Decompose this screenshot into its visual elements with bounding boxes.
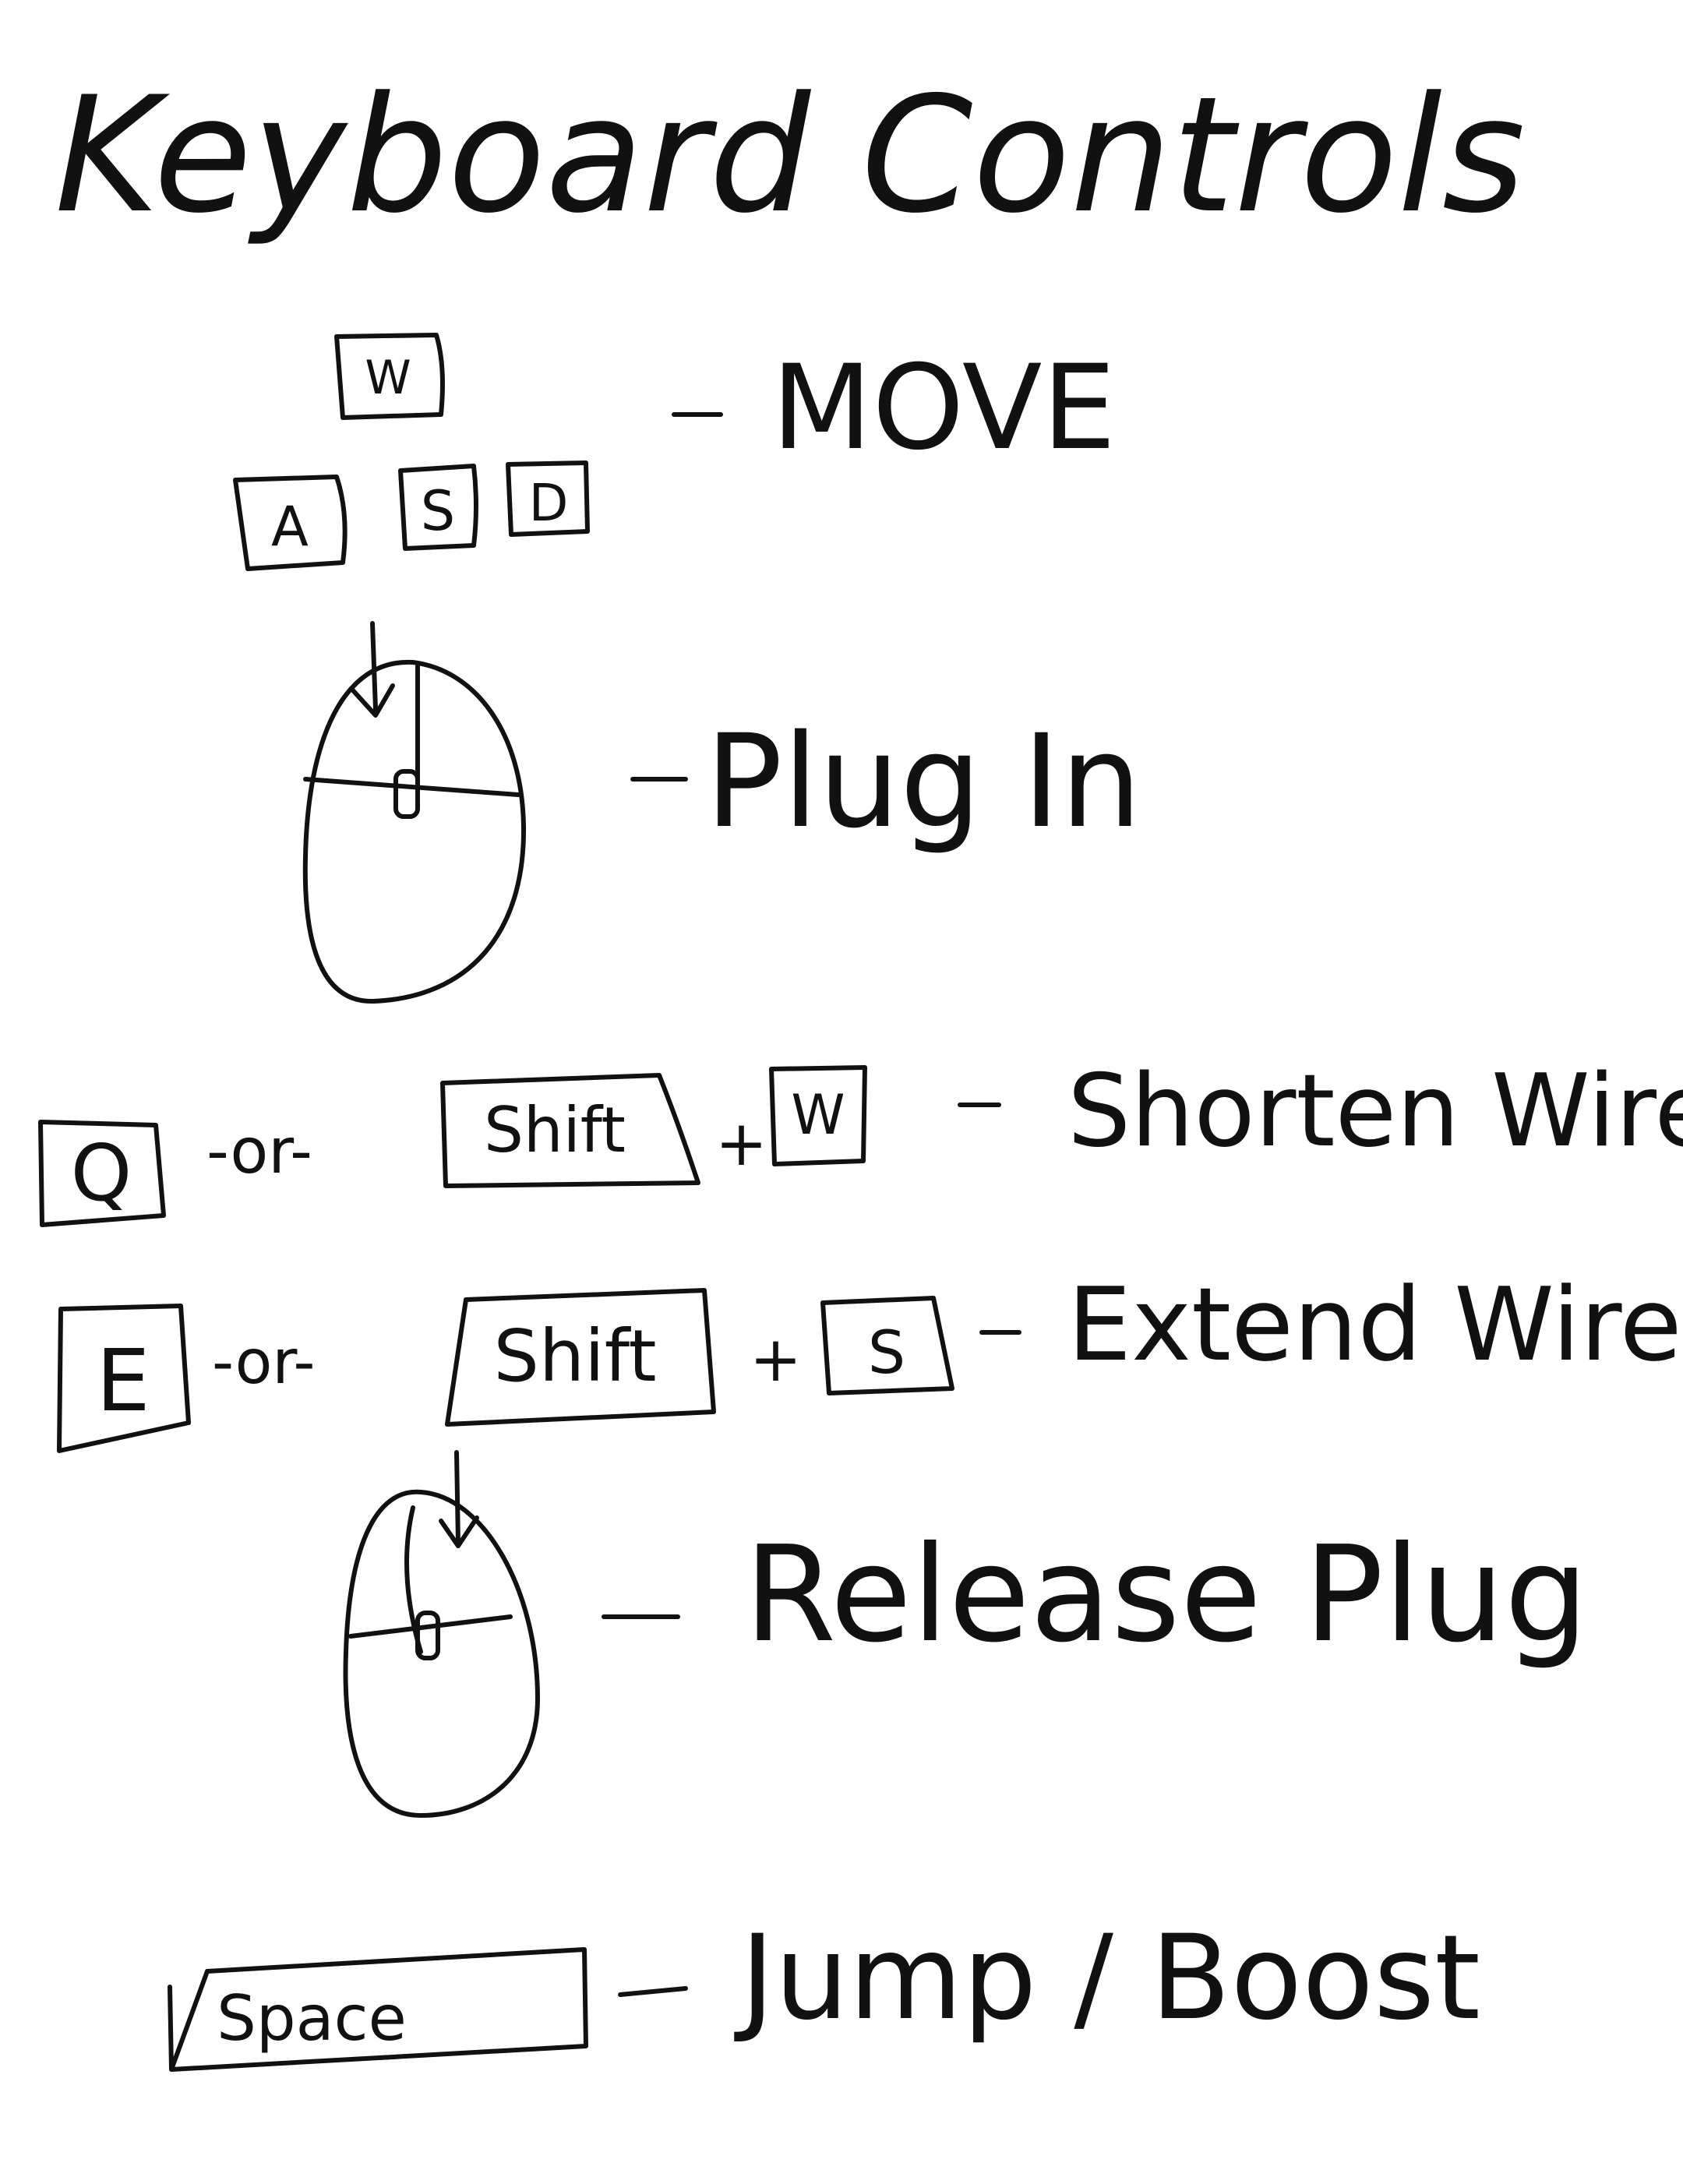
mouse-right-icon [343,1450,540,1818]
key-label: Space [217,1982,407,2055]
plus-sign: + [715,1107,767,1180]
dash [618,1986,688,1997]
extend-wire-action-label: Extend Wire [1067,1265,1682,1384]
key-label: W [365,351,411,405]
key-s: S [820,1296,954,1395]
or-separator: -or- [206,1115,312,1187]
key-w: W [769,1065,867,1166]
page-title: Keyboard Controls [55,63,1526,249]
key-label: Q [71,1127,132,1219]
key-q: Q [38,1120,166,1227]
release-plug-action-label: Release Plug [744,1518,1589,1672]
key-label: W [791,1083,845,1147]
key-d: D [506,460,590,537]
key-s: S [398,464,478,551]
key-label: S [421,479,455,543]
key-a: A [233,475,348,571]
key-label: E [96,1331,150,1431]
key-label: D [529,473,569,533]
plug-in-action-label: Plug In [705,707,1141,856]
key-label: Shift [484,1094,626,1166]
key-label: Shift [493,1314,656,1398]
plus-sign: + [750,1323,802,1395]
key-e: E [57,1304,191,1453]
key-label: A [271,495,309,559]
or-separator: -or- [212,1328,316,1398]
shorten-wire-action-label: Shorten Wire [1067,1053,1683,1170]
key-shift: Shift [440,1073,700,1188]
key-label: S [868,1318,905,1387]
key-space: Space [168,1947,588,2072]
move-action-label: MOVE [771,340,1116,476]
down-arrow-icon [370,621,378,711]
key-w: W [334,333,445,420]
down-arrow-icon [454,1450,460,1545]
jump-boost-action-label: Jump / Boost [734,1911,1480,2046]
key-shift: Shift [445,1288,716,1427]
mouse-left-icon [302,621,527,1004]
wasd-keys: W A S D [233,333,590,571]
